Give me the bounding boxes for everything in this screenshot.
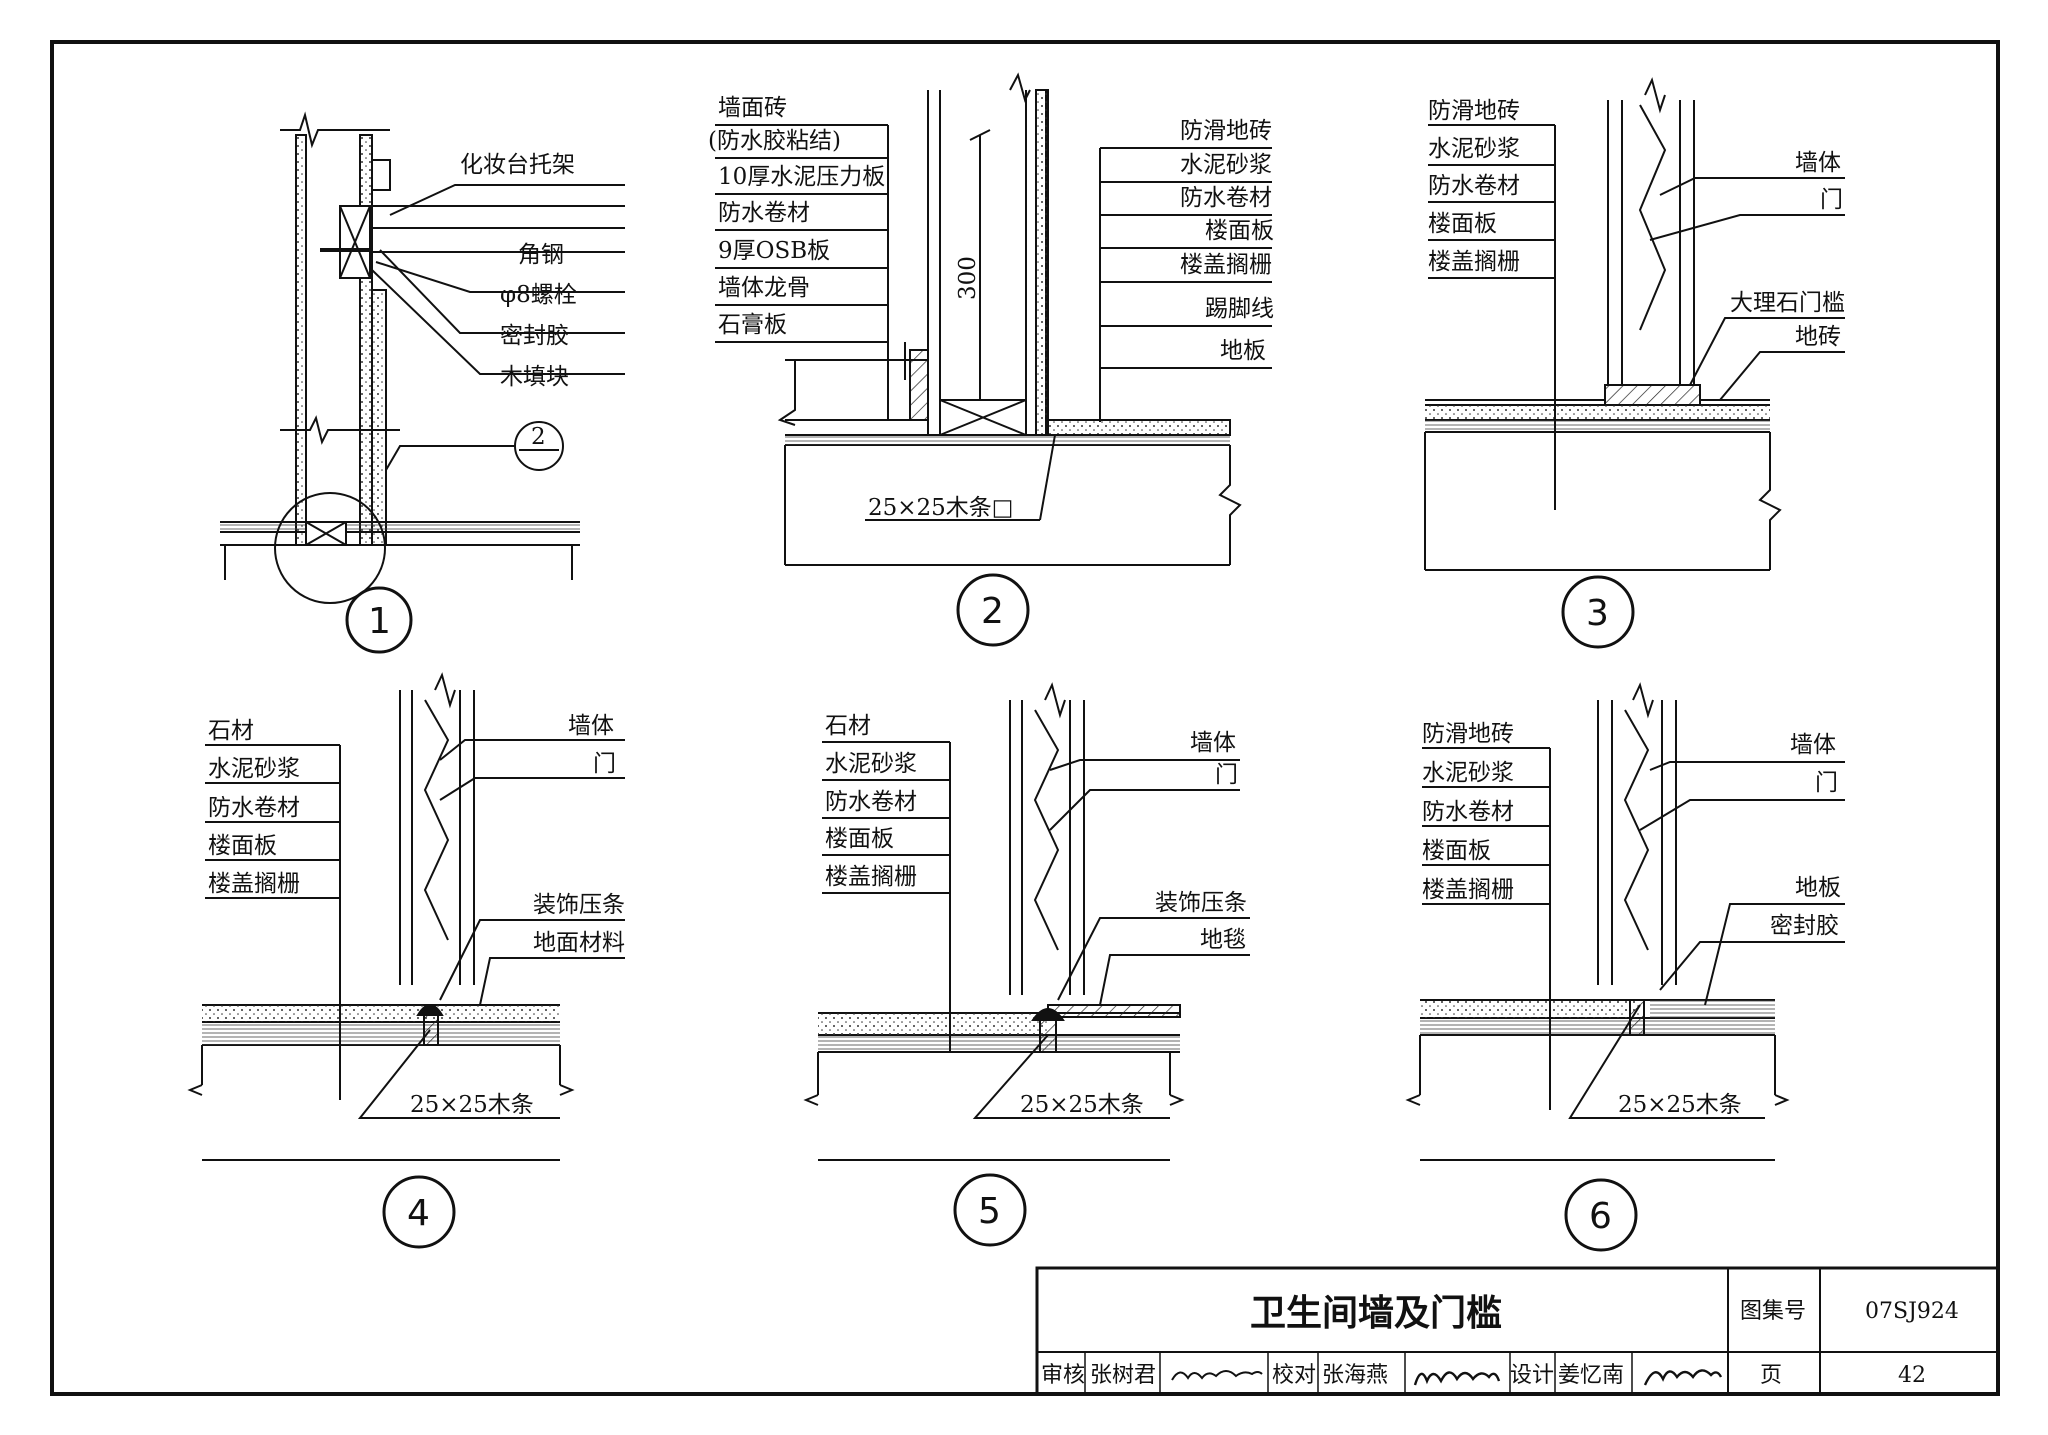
d6-right-3: 密封胶 bbox=[1770, 913, 1839, 939]
design-label: 设计 bbox=[1510, 1363, 1554, 1388]
d1-label-1: 角钢 bbox=[518, 242, 564, 268]
checker-signature bbox=[1413, 1371, 1501, 1386]
d5-right-2: 装饰压条 bbox=[1155, 890, 1247, 916]
d2-right-4: 楼盖搁栅 bbox=[1180, 252, 1272, 278]
detail-1 bbox=[220, 111, 625, 654]
d3-left-3: 楼面板 bbox=[1428, 211, 1497, 237]
d2-number: 2 bbox=[981, 591, 1004, 632]
d6-left-1: 水泥砂浆 bbox=[1422, 760, 1514, 786]
d3-left-2: 防水卷材 bbox=[1428, 173, 1520, 199]
d2-left-0: 墙面砖 bbox=[718, 95, 787, 121]
d5-right-1: 门 bbox=[1215, 762, 1238, 788]
d4-right-3: 地面材料 bbox=[533, 930, 625, 956]
d2-right-3: 楼面板 bbox=[1205, 218, 1274, 244]
d6-right-1: 门 bbox=[1815, 770, 1838, 796]
d6-left-3: 楼面板 bbox=[1422, 838, 1491, 864]
d3-number: 3 bbox=[1586, 593, 1609, 634]
d4-left-3: 楼面板 bbox=[208, 833, 277, 859]
d6-bottom-label: 25×25木条 bbox=[1618, 1092, 1742, 1118]
d4-left-4: 楼盖搁栅 bbox=[208, 871, 300, 897]
d1-label-0: 化妆台托架 bbox=[460, 152, 575, 178]
d3-right-0: 墙体 bbox=[1795, 150, 1841, 176]
title-block bbox=[1035, 1266, 2000, 1396]
atlas-number: 07SJ924 bbox=[1865, 1299, 1959, 1324]
d5-right-3: 地毯 bbox=[1200, 927, 1246, 953]
d3-right-3: 地砖 bbox=[1795, 324, 1841, 350]
detail-5 bbox=[803, 682, 1250, 1247]
d4-left-2: 防水卷材 bbox=[208, 795, 300, 821]
d4-right-0: 墙体 bbox=[568, 713, 614, 739]
checker-name: 张海燕 bbox=[1322, 1363, 1388, 1388]
d6-right-0: 墙体 bbox=[1790, 732, 1836, 758]
d2-bottom-label: 25×25木条□ bbox=[868, 495, 1014, 521]
d2-right-6: 地板 bbox=[1220, 338, 1266, 364]
d2-right-0: 防滑地砖 bbox=[1180, 118, 1272, 144]
d2-right-5: 踢脚线 bbox=[1205, 296, 1274, 322]
d2-left-4: 9厚OSB板 bbox=[718, 238, 830, 264]
d5-bottom-label: 25×25木条 bbox=[1020, 1092, 1144, 1118]
d3-left-4: 楼盖搁栅 bbox=[1428, 249, 1520, 275]
designer-signature bbox=[1643, 1369, 1723, 1386]
d6-left-0: 防滑地砖 bbox=[1422, 721, 1514, 747]
d2-right-2: 防水卷材 bbox=[1180, 185, 1272, 211]
detail-3 bbox=[1424, 77, 1845, 649]
d5-left-0: 石材 bbox=[825, 713, 871, 739]
sheet-border bbox=[50, 40, 2000, 1396]
d6-left-2: 防水卷材 bbox=[1422, 799, 1514, 825]
d3-left-1: 水泥砂浆 bbox=[1428, 136, 1520, 162]
d6-right-2: 地板 bbox=[1795, 875, 1841, 901]
d1-label-3: 密封胶 bbox=[500, 323, 569, 349]
review-label: 审核 bbox=[1041, 1363, 1085, 1388]
d5-left-1: 水泥砂浆 bbox=[825, 751, 917, 777]
page-number: 42 bbox=[1898, 1363, 1926, 1388]
reviewer-signature bbox=[1171, 1370, 1263, 1381]
d2-left-6: 石膏板 bbox=[718, 312, 787, 338]
d1-label-2: φ8螺栓 bbox=[500, 282, 577, 308]
d3-left-0: 防滑地砖 bbox=[1428, 98, 1520, 124]
d2-left-3: 防水卷材 bbox=[718, 200, 810, 226]
d2-dimension: 300 bbox=[955, 256, 981, 300]
d5-left-2: 防水卷材 bbox=[825, 789, 917, 815]
d1-ref-number: 2 bbox=[531, 424, 546, 450]
detail-2 bbox=[715, 72, 1272, 647]
d3-right-2: 大理石门槛 bbox=[1730, 290, 1845, 316]
d5-left-4: 楼盖搁栅 bbox=[825, 864, 917, 890]
d2-right-1: 水泥砂浆 bbox=[1180, 152, 1272, 178]
d1-number: 1 bbox=[368, 601, 391, 642]
d4-right-2: 装饰压条 bbox=[533, 892, 625, 918]
d5-left-3: 楼面板 bbox=[825, 826, 894, 852]
d4-left-1: 水泥砂浆 bbox=[208, 756, 300, 782]
d4-right-1: 门 bbox=[593, 751, 616, 777]
d4-bottom-label: 25×25木条 bbox=[410, 1092, 534, 1118]
d4-number: 4 bbox=[407, 1193, 430, 1234]
detail-6 bbox=[1405, 682, 1845, 1252]
d2-left-5: 墙体龙骨 bbox=[718, 275, 810, 301]
reviewer-name: 张树君 bbox=[1090, 1363, 1156, 1388]
detail-4 bbox=[187, 672, 625, 1249]
d6-number: 6 bbox=[1589, 1196, 1612, 1237]
d2-left-2: 10厚水泥压力板 bbox=[718, 164, 885, 190]
d3-right-1: 门 bbox=[1820, 187, 1843, 213]
designer-name: 姜忆南 bbox=[1558, 1363, 1624, 1388]
d2-left-1: (防水胶粘结) bbox=[708, 128, 841, 154]
atlas-label: 图集号 bbox=[1740, 1299, 1806, 1324]
d6-left-4: 楼盖搁栅 bbox=[1422, 877, 1514, 903]
d4-left-0: 石材 bbox=[208, 718, 254, 744]
check-label: 校对 bbox=[1272, 1363, 1316, 1388]
page-label: 页 bbox=[1760, 1363, 1782, 1388]
drawing-title: 卫生间墙及门槛 bbox=[1250, 1293, 1502, 1334]
d5-number: 5 bbox=[978, 1191, 1001, 1232]
d1-label-4: 木填块 bbox=[500, 364, 569, 390]
d5-right-0: 墙体 bbox=[1190, 730, 1236, 756]
